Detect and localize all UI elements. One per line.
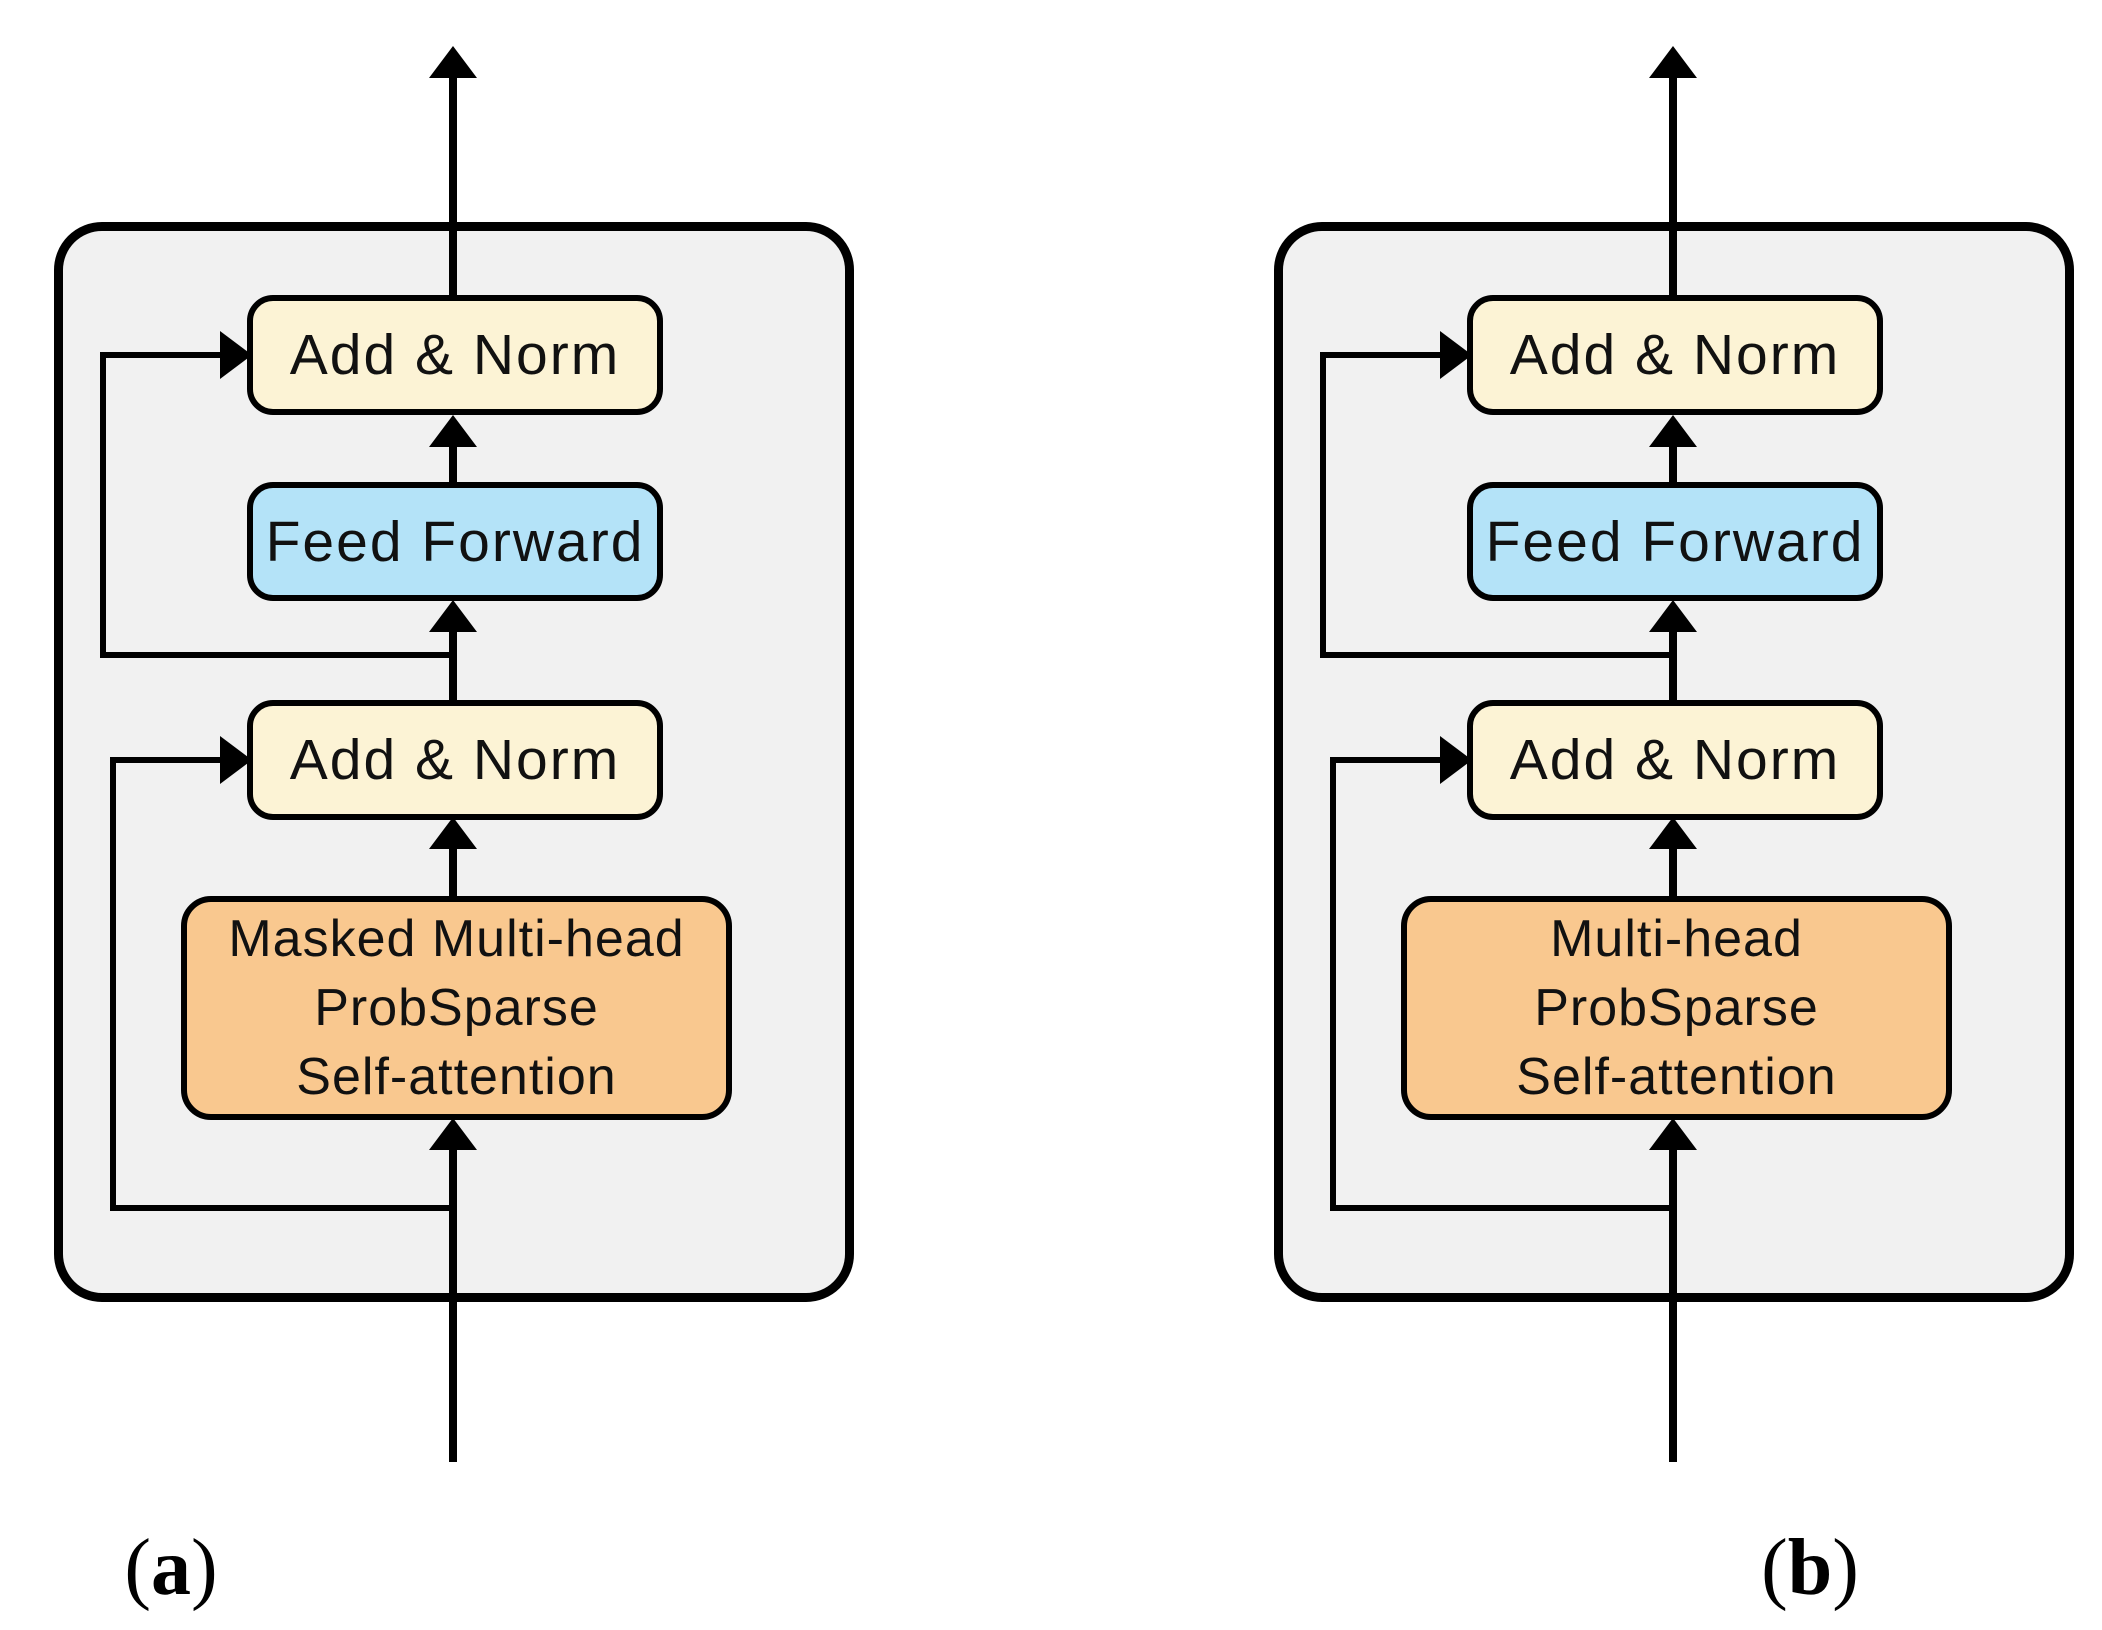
attention-to-addnorm-arrowhead-icon bbox=[429, 817, 477, 849]
attention-to-addnorm-arrowhead-icon bbox=[1649, 817, 1697, 849]
addnorm-bottom-label-b: Add & Norm bbox=[1509, 728, 1841, 792]
caption-a: (a) bbox=[91, 1518, 251, 1618]
addnorm-top-label-a: Add & Norm bbox=[289, 323, 621, 387]
caption-b-close: ) bbox=[1832, 1524, 1859, 1612]
attention-label-line3-a: Self-attention bbox=[296, 1047, 617, 1106]
attention-residual-arrowhead-icon bbox=[1440, 736, 1472, 784]
wires-panel-b bbox=[1320, 46, 1697, 1462]
attention-box-a: Masked Multi-head ProbSparse Self-attent… bbox=[181, 896, 732, 1120]
wires-panel-a bbox=[100, 46, 477, 1462]
attention-label-line1-b: Multi-head bbox=[1550, 909, 1803, 968]
attention-label-line2-b: ProbSparse bbox=[1534, 978, 1819, 1037]
input-arrowhead-icon bbox=[1649, 1118, 1697, 1150]
feedforward-label-b: Feed Forward bbox=[1485, 509, 1865, 574]
ff-to-addnorm-arrowhead-icon bbox=[429, 415, 477, 447]
addnorm-to-ff-arrowhead-icon bbox=[429, 600, 477, 632]
caption-b-open: ( bbox=[1761, 1524, 1788, 1612]
addnorm-top-box-b: Add & Norm bbox=[1467, 295, 1883, 415]
addnorm-to-ff-arrowhead-icon bbox=[1649, 600, 1697, 632]
caption-a-letter: a bbox=[151, 1524, 191, 1612]
ff-residual-arrowhead-icon bbox=[1440, 331, 1472, 379]
output-arrowhead-icon bbox=[429, 46, 477, 78]
attention-residual-line bbox=[1330, 757, 1673, 1211]
ff-residual-line bbox=[1320, 352, 1673, 658]
output-arrowhead-icon bbox=[1649, 46, 1697, 78]
ff-to-addnorm-arrowhead-icon bbox=[1649, 415, 1697, 447]
feedforward-box-b: Feed Forward bbox=[1467, 482, 1883, 601]
attention-label-line1-a: Masked Multi-head bbox=[228, 909, 685, 968]
attention-residual-line bbox=[110, 757, 453, 1211]
caption-b-letter: b bbox=[1787, 1524, 1833, 1612]
caption-a-close: ) bbox=[191, 1524, 218, 1612]
attention-box-b: Multi-head ProbSparse Self-attention bbox=[1401, 896, 1952, 1120]
caption-b: (b) bbox=[1730, 1518, 1890, 1618]
addnorm-top-label-b: Add & Norm bbox=[1509, 323, 1841, 387]
attention-label-line3-b: Self-attention bbox=[1516, 1047, 1837, 1106]
addnorm-bottom-box-a: Add & Norm bbox=[247, 700, 663, 820]
addnorm-bottom-label-a: Add & Norm bbox=[289, 728, 621, 792]
attention-residual-arrowhead-icon bbox=[220, 736, 252, 784]
addnorm-bottom-box-b: Add & Norm bbox=[1467, 700, 1883, 820]
addnorm-top-box-a: Add & Norm bbox=[247, 295, 663, 415]
feedforward-label-a: Feed Forward bbox=[265, 509, 645, 574]
feedforward-box-a: Feed Forward bbox=[247, 482, 663, 601]
attention-label-line2-a: ProbSparse bbox=[314, 978, 599, 1037]
ff-residual-line bbox=[100, 352, 453, 658]
input-arrowhead-icon bbox=[429, 1118, 477, 1150]
caption-a-open: ( bbox=[124, 1524, 151, 1612]
ff-residual-arrowhead-icon bbox=[220, 331, 252, 379]
